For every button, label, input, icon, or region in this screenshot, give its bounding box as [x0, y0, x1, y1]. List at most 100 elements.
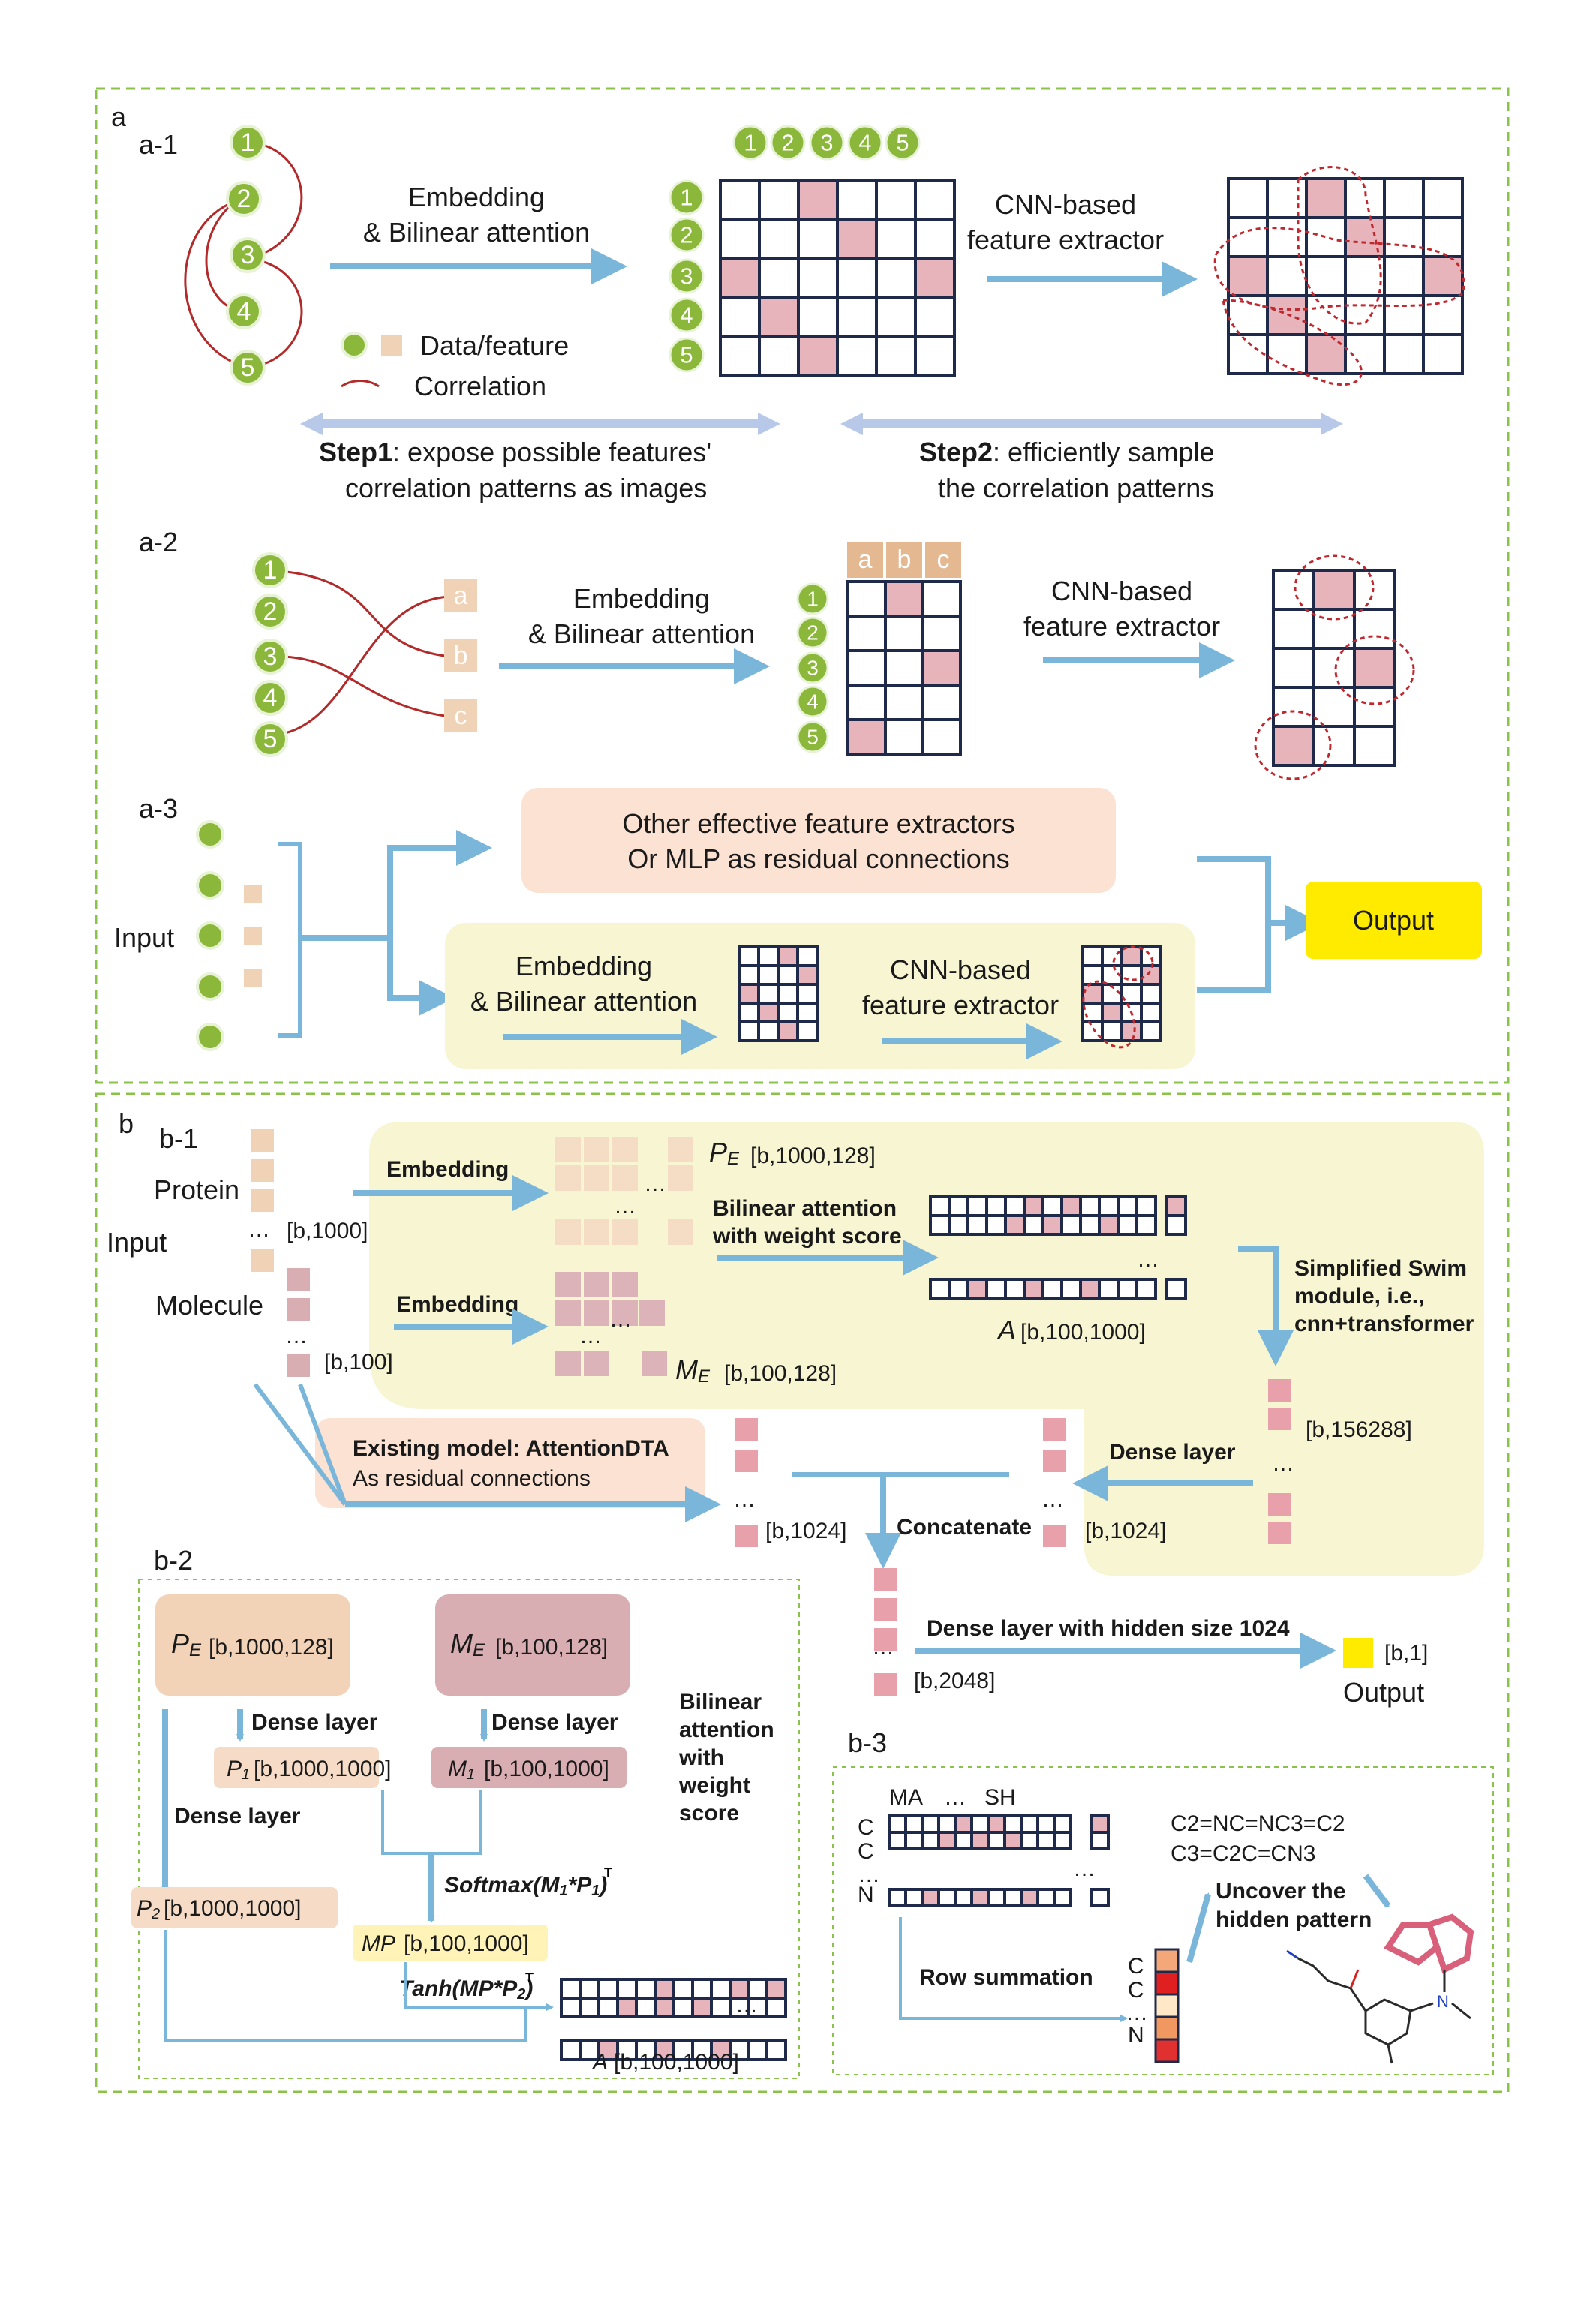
b1-dense-dots: …: [1041, 1487, 1064, 1512]
b2-arrow-mp-to-a: [404, 1962, 554, 2011]
a1-node-5-text: 5: [241, 353, 255, 382]
a1-node-3-text: 3: [241, 241, 255, 269]
grid-cell: [929, 1195, 951, 1217]
b2-p1-sub: 1: [242, 1766, 250, 1783]
grid-cell: [1266, 294, 1308, 336]
b2-p1-dim: [b,1000,1000]: [254, 1757, 392, 1781]
vector-cell: [874, 1673, 897, 1696]
a3-branch-bottom: [387, 938, 455, 1016]
grid-cell: [560, 1997, 582, 2018]
grid-cell: [1383, 255, 1425, 297]
b1-swim-line3: cnn+transformer: [1294, 1312, 1474, 1336]
label-node: [847, 125, 883, 161]
label-node: [669, 217, 705, 253]
grid-cell: [948, 1278, 969, 1300]
matrix-cell: [584, 1165, 609, 1191]
b2-a-sym: A: [591, 2050, 608, 2075]
grid-cell: [616, 1997, 638, 2018]
b1-main-background: [369, 1122, 1484, 1576]
grid-cell: [738, 945, 760, 967]
grid-cell: [1023, 1278, 1044, 1300]
a3-output-box: [1306, 882, 1482, 959]
grid-cell: [1227, 255, 1269, 297]
a1-attention-grid: [719, 179, 956, 377]
grid-cell: [797, 218, 839, 260]
b3-matrix: [888, 1814, 1110, 1907]
a3-input-feature-3: [244, 969, 262, 987]
grid-cell: [1383, 216, 1425, 258]
b1-res-dots: …: [733, 1487, 756, 1512]
grid-cell: [970, 1814, 990, 1834]
vector-cell: [874, 1628, 897, 1651]
grid-cell: [654, 1997, 675, 2018]
b3-mol-nitrile: [1286, 1949, 1299, 1960]
a2-loop-3: [1254, 710, 1332, 780]
b3-row-c2: C: [858, 1839, 874, 1864]
a2-node-2-text: 2: [263, 597, 278, 626]
grid-cell: [929, 1278, 951, 1300]
a1-curve-2-5: [184, 197, 248, 369]
vector-cell: [668, 1137, 693, 1162]
grid-cell: [1101, 1020, 1123, 1042]
b2-tanh-end: ): [523, 1976, 533, 2001]
grid-cell: [1117, 1214, 1138, 1236]
a2-loop-2: [1334, 635, 1415, 705]
a3-loop-2: [1082, 980, 1136, 1049]
vector-cell: [735, 1450, 758, 1472]
grid-cell: [1120, 945, 1143, 967]
panel-b-border: [95, 1092, 1510, 2093]
grid-cell: [985, 1278, 1007, 1300]
b1-protein-dim: [b,1000]: [287, 1219, 368, 1243]
grid-cell: [560, 1978, 582, 2000]
vector-cell: [1268, 1408, 1291, 1430]
b2-label: b-2: [154, 1545, 193, 1576]
grid-cell: [757, 983, 780, 1005]
panel-b-label: b: [119, 1108, 134, 1139]
a2-embed-line2: & Bilinear attention: [528, 618, 755, 649]
grid-cell: [738, 1002, 760, 1023]
grid-cell: [758, 296, 800, 338]
grid-cell: [914, 218, 956, 260]
vector-cell: [251, 1129, 274, 1152]
b2-m1-symbol: M1: [448, 1757, 475, 1783]
grid-cell: [914, 296, 956, 338]
grid-cell: [691, 1997, 713, 2018]
grid-cell: [1383, 333, 1425, 375]
step2-left-head: [840, 413, 863, 435]
grid-cell: [719, 296, 761, 338]
b1-residual-vector: [735, 1418, 758, 1547]
panel-a-border: [95, 87, 1510, 1084]
b3-arrow-uncover: [1186, 1892, 1211, 1964]
a2-feature-b-text: b: [454, 642, 468, 670]
grid-cell: [1140, 983, 1162, 1005]
grid-cell: [1041, 1214, 1063, 1236]
b2-m1-dim: [b,100,1000]: [484, 1757, 609, 1781]
b3-mol-pyrrole: [1384, 1922, 1441, 1966]
b1-protein-label: Protein: [154, 1174, 239, 1205]
grid-cell: [937, 1888, 957, 1907]
grid-cell: [765, 1978, 787, 2000]
label-node: [809, 125, 845, 161]
vector-cell: [735, 1525, 758, 1547]
a1-graph: 1 2 3 4 5: [184, 125, 303, 386]
grid-cell: [846, 580, 887, 618]
a3-output-text: Output: [1353, 905, 1434, 936]
grid-cell: [1041, 1195, 1063, 1217]
a2-node-5-text: 5: [263, 725, 278, 753]
matrix-cell: [555, 1351, 581, 1376]
b2-dense-c: Dense layer: [174, 1804, 301, 1829]
label-node: [885, 125, 921, 161]
b2-softmax: Softmax(M1*P1): [444, 1873, 607, 1899]
grid-cell: [954, 1814, 973, 1834]
grid-cell: [1053, 1888, 1072, 1907]
b1-me-dots-h: …: [609, 1307, 632, 1332]
heat-cell: [1154, 1993, 1180, 2018]
a2-node-1: [252, 552, 288, 588]
b2-softmax-sup: T: [604, 1865, 612, 1880]
vector-cell: [287, 1298, 310, 1321]
a1-node-4: [226, 293, 262, 329]
b2-me-dim: [b,100,128]: [495, 1635, 608, 1660]
b2-softmax-sub1: 1: [559, 1883, 567, 1899]
grid-cell: [1344, 255, 1386, 297]
